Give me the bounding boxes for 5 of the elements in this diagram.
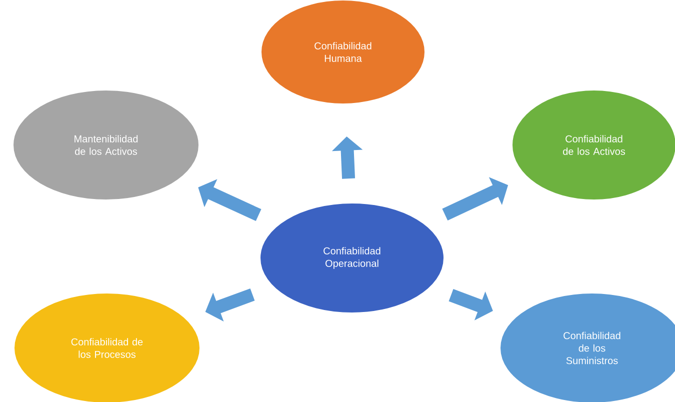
ellipse-node: Confiabilidad de los Procesos (14, 292, 200, 402)
ellipse-node: Confiabilidad de los Suministros (500, 292, 675, 402)
ellipse-node: Mantenibilidad de los Activos (12, 90, 200, 200)
ellipse-node: Confiabilidad de los Activos (512, 90, 675, 200)
ellipse-node: Confiabilidad Operacional (260, 202, 444, 314)
